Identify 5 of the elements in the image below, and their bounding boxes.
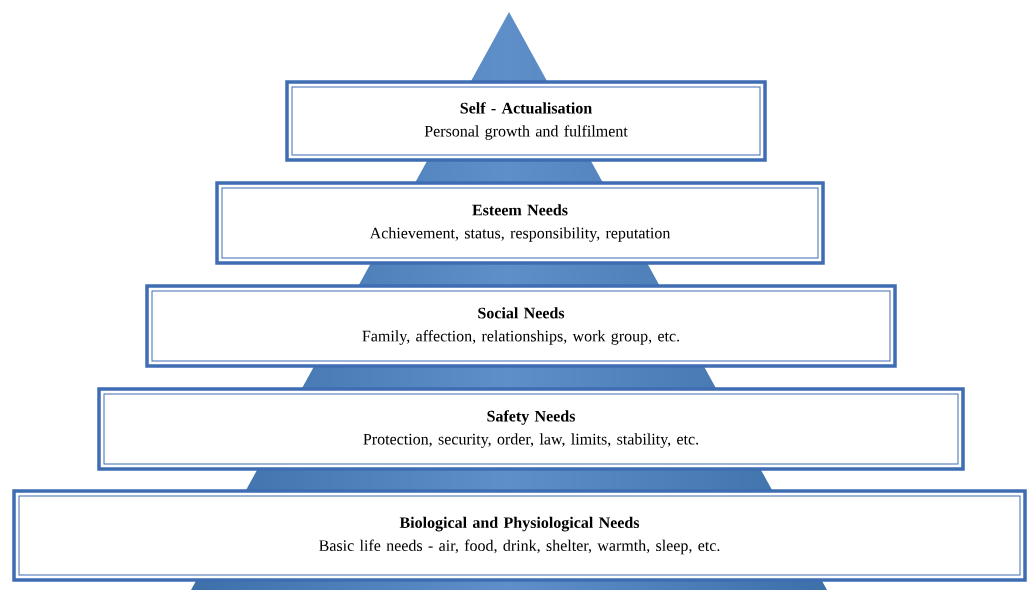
- level-box: Biological and Physiological Needs Basic life needs - air, food, drink, shelter, warmth, sleep, etc.: [12, 489, 1027, 582]
- level-box: Social Needs Family, affection, relationships, work group, etc.: [145, 284, 897, 368]
- level-box: Self - Actualisation Personal growth and fulfilment: [285, 80, 767, 162]
- level-box: Safety Needs Protection, security, order, law, limits, stability, etc.: [97, 387, 965, 471]
- level-box: Esteem Needs Achievement, status, responsibility, reputation: [215, 181, 825, 265]
